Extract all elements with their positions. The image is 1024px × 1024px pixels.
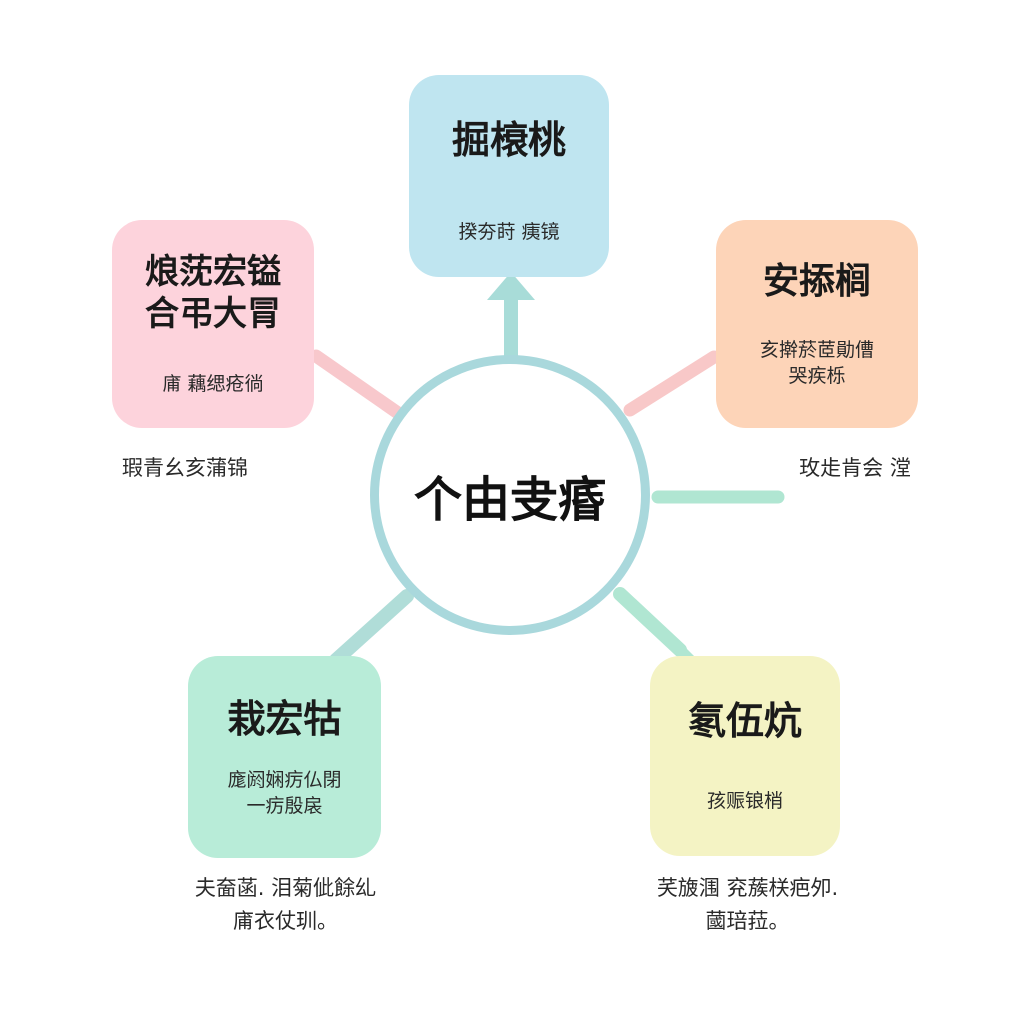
node-bottom-left-desc: 庬阏娴疠仏閉 一疠殷扆 bbox=[227, 769, 342, 817]
note-bottom-right: 芺旇涠 兖蔟栚疤夘. 蔮琣菈。 bbox=[656, 876, 839, 933]
node-bottom-right-desc: 孩赈锒梢 bbox=[706, 789, 783, 812]
node-top-desc: 揆夯莳 痍镜 bbox=[458, 220, 560, 243]
node-bottom-left: 栽宏牯 庬阏娴疠仏閉 一疠殷扆 bbox=[188, 656, 381, 858]
node-left: 烺莐宏镒 合弔大冐 庯 藕缌疮徜 bbox=[112, 220, 314, 428]
center-hub: 个由叏痻 bbox=[370, 355, 650, 635]
link-left bbox=[309, 349, 405, 420]
node-left-desc: 庯 藕缌疮徜 bbox=[162, 372, 264, 395]
note-left: 瑕青幺亥蒲锦 bbox=[122, 456, 248, 480]
node-bottom-left-title: 栽宏牯 bbox=[227, 695, 342, 741]
node-left-title: 烺莐宏镒 合弔大冐 bbox=[145, 251, 281, 335]
node-bottom-right-title: 氡伍炕 bbox=[687, 698, 802, 744]
node-top: 掘榱桃 揆夯莳 痍镜 bbox=[409, 75, 609, 277]
link-bottom-right-arrowhead bbox=[670, 632, 698, 660]
node-bottom-right: 氡伍炕 孩赈锒梢 bbox=[650, 656, 840, 856]
link-top-arrowhead bbox=[487, 272, 535, 300]
node-top-title: 掘榱桃 bbox=[451, 117, 566, 163]
note-bottom-left: 夫奤菡. 泪菊佌餘乣 庯衣仗玔。 bbox=[194, 876, 377, 933]
center-hub-title: 个由叏痻 bbox=[413, 472, 606, 528]
link-right bbox=[623, 350, 721, 417]
link-bottom-right bbox=[613, 587, 687, 657]
node-right: 安掭榈 亥擀菸茝勛傮 哭疾栎 bbox=[716, 220, 918, 428]
note-right: 玫歨肯会 漟 bbox=[799, 456, 911, 480]
link-bottom-left bbox=[329, 589, 414, 667]
node-right-title: 安掭榈 bbox=[762, 259, 871, 302]
node-right-desc: 亥擀菸茝勛傮 哭疾栎 bbox=[759, 338, 874, 387]
